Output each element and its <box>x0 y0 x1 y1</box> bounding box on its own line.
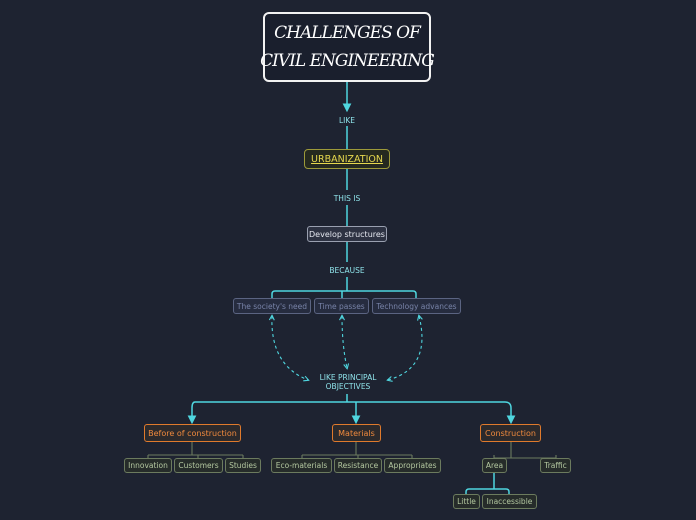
edge-construction-items <box>493 442 557 459</box>
edge-before-items <box>147 442 244 458</box>
objectives-line-2: OBJECTIVES <box>325 382 371 391</box>
leaf-area[interactable]: Area <box>482 458 507 473</box>
reason-technology-advances[interactable]: Technology advances <box>372 298 461 314</box>
leaf-little[interactable]: Little <box>453 494 480 509</box>
leaf-innovation[interactable]: Innovation <box>124 458 172 473</box>
topic-principal-objectives[interactable]: LIKE PRINCIPAL OBJECTIVES <box>308 372 388 392</box>
reason-society-need[interactable]: The society's need <box>233 298 311 314</box>
leaf-studies[interactable]: Studies <box>225 458 261 473</box>
edge-materials-items <box>301 442 413 458</box>
connector-this-is: THIS IS <box>333 193 361 203</box>
category-materials[interactable]: Materials <box>332 424 381 442</box>
reason-time-passes[interactable]: Time passes <box>314 298 369 314</box>
leaf-traffic[interactable]: Traffic <box>540 458 571 473</box>
edge-because-reasons <box>271 277 417 298</box>
category-before-construction[interactable]: Before of construction <box>144 424 241 442</box>
connector-because: BECAUSE <box>329 265 365 275</box>
connector-like: LIKE <box>338 115 356 125</box>
root-title[interactable]: CHALLENGES OF CIVIL ENGINEERING <box>260 12 435 82</box>
title-line-2: CIVIL ENGINEERING <box>260 51 435 71</box>
edge-need-objectives <box>272 316 308 380</box>
edge-time-objectives <box>342 316 347 368</box>
leaf-resistance[interactable]: Resistance <box>334 458 382 473</box>
objectives-line-1: LIKE PRINCIPAL <box>319 373 377 382</box>
leaf-customers[interactable]: Customers <box>174 458 223 473</box>
edge-area-items <box>465 472 510 494</box>
category-construction[interactable]: Construction <box>480 424 541 442</box>
topic-urbanization[interactable]: URBANIZATION <box>304 149 390 169</box>
title-line-1: CHALLENGES OF <box>274 23 421 43</box>
edge-objectives-categories <box>191 394 512 422</box>
leaf-eco-materials[interactable]: Eco-materials <box>271 458 332 473</box>
topic-develop-structures[interactable]: Develop structures <box>307 226 387 242</box>
leaf-appropriates[interactable]: Appropriates <box>384 458 441 473</box>
leaf-inaccessible[interactable]: Inaccessible <box>482 494 537 509</box>
edge-tech-objectives <box>388 316 422 380</box>
